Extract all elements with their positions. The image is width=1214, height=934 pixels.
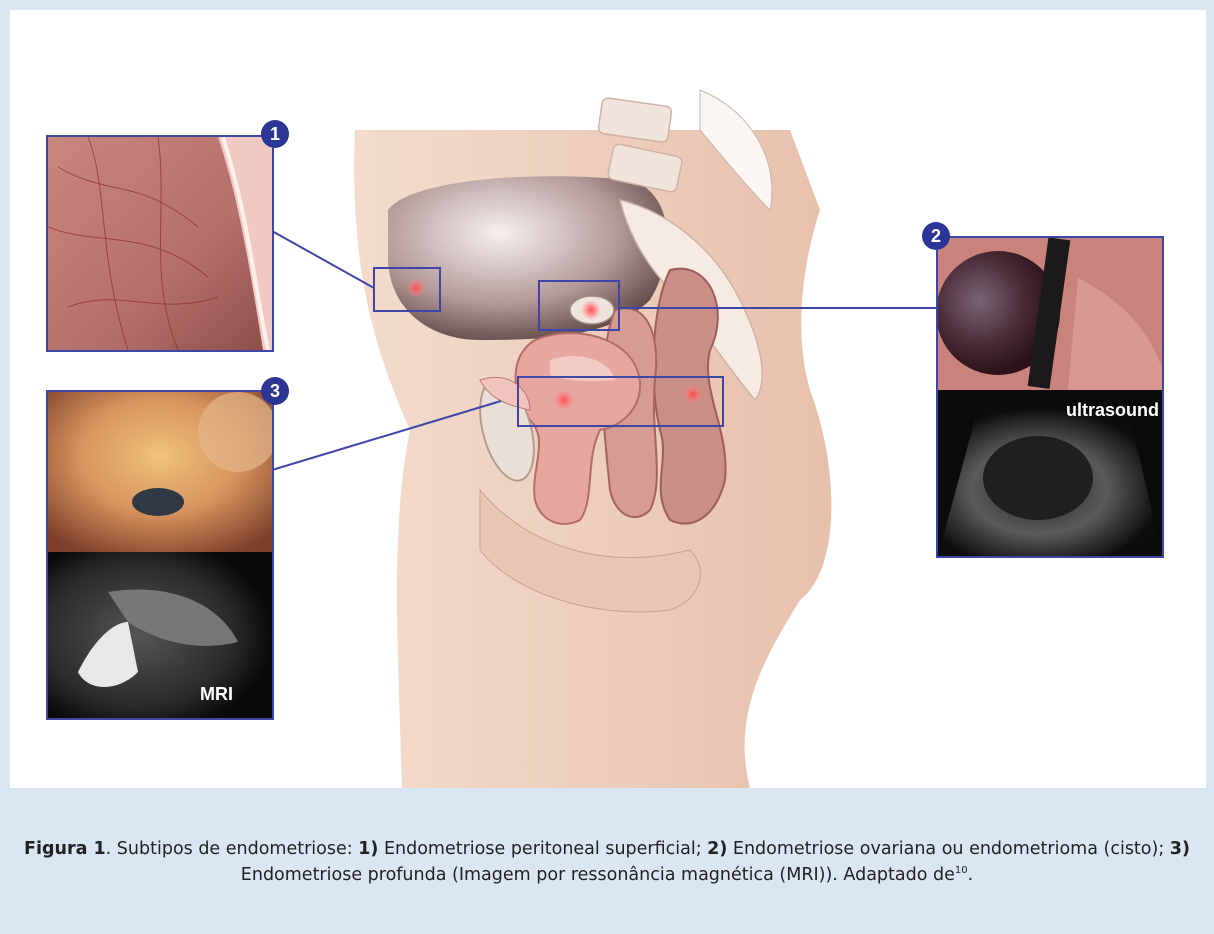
callout-number-3: 3 (261, 377, 289, 405)
caption-reference: 10 (955, 865, 968, 876)
ultrasound-label: ultrasound (1066, 400, 1159, 421)
illustration-panel: 1 (10, 10, 1206, 788)
callout-number-1: 1 (261, 120, 289, 148)
caption-figure-label: Figura 1 (24, 839, 106, 859)
photo-deep-endometriosis: MRI (46, 390, 274, 720)
lesion-marker-3a (554, 390, 574, 410)
lesion-marker-3b (683, 384, 703, 404)
caption-item2-number: 2) (707, 839, 727, 859)
caption-item1-text: Endometriose peritoneal superficial; (378, 839, 707, 859)
figure-caption: Figura 1. Subtipos de endometriose: 1) E… (20, 836, 1194, 888)
caption-intro: . Subtipos de endometriose: (106, 839, 359, 859)
caption-item3-number: 3) (1170, 839, 1190, 859)
caption-end: . (968, 865, 974, 885)
caption-item2-text: Endometriose ovariana ou endometrioma (c… (727, 839, 1169, 859)
callout-number-2: 2 (922, 222, 950, 250)
mri-label: MRI (200, 684, 233, 705)
photo-endometrioma: ultrasound (936, 236, 1164, 558)
caption-item1-number: 1) (358, 839, 378, 859)
lesion-marker-2 (581, 300, 601, 320)
photo-peritoneal-laparoscopy (46, 135, 274, 352)
lesion-marker-1 (406, 278, 426, 298)
caption-item3-text: Endometriose profunda (Imagem por resson… (241, 865, 955, 885)
